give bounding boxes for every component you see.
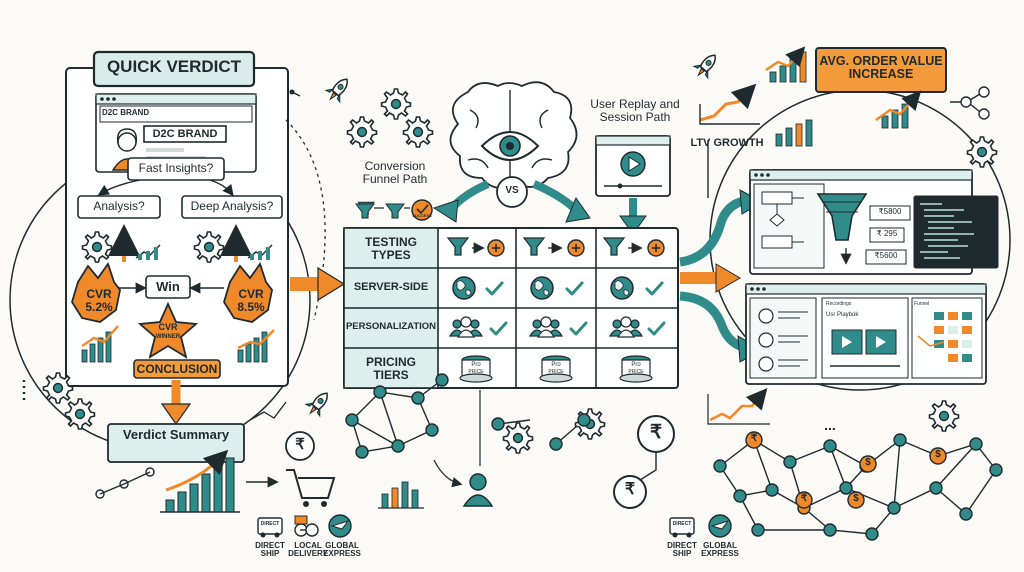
price-tag-2-top: Pro — [551, 362, 561, 368]
rupee-node-2: ₹ — [800, 493, 808, 504]
aov-increase-label: AVG. ORDER VALUE INCREASE — [819, 54, 943, 82]
ship-label-global-right: GLOBAL EXPRESS — [701, 541, 739, 559]
shipping-icons-right — [669, 514, 732, 538]
rupee-coin-mid-bottom: ₹ — [624, 481, 636, 498]
brand-title: D2C BRAND — [152, 128, 218, 140]
price-tag-3-top: Pro — [631, 362, 641, 368]
dollar-node-1: $ — [865, 457, 871, 468]
user-replay-label: User Replay and Session Path — [590, 97, 680, 124]
funnel-badge-label: SUCCESS — [412, 213, 432, 218]
ellipsis-label: ... — [824, 417, 836, 433]
price-tag-2-bottom: PRICE — [548, 369, 564, 375]
rupee-coin-mid-top: ₹ — [649, 422, 663, 443]
deep-analysis-label: Deep Analysis? — [190, 199, 274, 213]
ship-label-global: GLOBAL EXPRESS — [323, 541, 361, 559]
price-1: ₹5800 — [878, 207, 902, 216]
fast-insights-label: Fast Insights? — [138, 161, 214, 175]
price-tag-1-bottom: PRICE — [468, 369, 484, 375]
rupee-node-1: ₹ — [750, 433, 758, 444]
cvr-winner-bottom: WINNER — [155, 334, 181, 340]
user-playbook-label: Usr Playbok — [826, 312, 859, 318]
ship-label-direct-right: DIRECT SHIP — [667, 541, 697, 559]
ship-label-local: LOCAL DELIVERY — [288, 541, 328, 559]
vs-label: VS — [505, 185, 519, 196]
row-label-pricing-tiers: PRICING TIERS — [365, 355, 416, 382]
shipping-icons-left — [257, 514, 352, 538]
conclusion-label: CONCLUSION — [136, 362, 218, 376]
cvr-right-badge: CVR 8.5% — [237, 287, 265, 314]
funnel-panel-label: Funnel — [914, 301, 930, 307]
analysis-label: Analysis? — [93, 199, 145, 213]
cvr-left-badge: CVR 5.2% — [85, 287, 113, 314]
row-label-server-side: SERVER-SIDE — [353, 281, 429, 293]
conversion-funnel-path-label: Conversion Funnel Path — [362, 159, 428, 186]
recordings-title: Recordings — [826, 301, 852, 307]
dollar-node-2: $ — [935, 449, 941, 460]
rupee-coin-left: ₹ — [295, 436, 305, 453]
ship-icon-text-left-direct: DIRECT — [260, 521, 280, 527]
win-label: Win — [156, 279, 180, 294]
browser-caption: D2C BRAND — [102, 108, 150, 117]
price-tag-3-bottom: PRICE — [628, 369, 644, 375]
verdict-summary-label: Verdict Summary — [122, 427, 230, 442]
price-2: ₹ 295 — [876, 229, 898, 238]
ltv-growth-label: LTV GROWTH — [690, 137, 764, 149]
row-label-personalization: PERSONALIZATION — [345, 321, 437, 332]
quick-verdict-title: QUICK VERDICT — [106, 57, 242, 76]
price-tag-1-top: Pro — [471, 362, 481, 368]
cvr-winner-top: CVR — [158, 322, 178, 332]
row-label-testing-types: TESTING TYPES — [364, 235, 417, 262]
ship-label-direct: DIRECT SHIP — [255, 541, 285, 559]
price-3: ₹5600 — [874, 251, 898, 260]
ship-icon-text-right-direct: DIRECT — [672, 521, 692, 527]
dollar-node-3: $ — [853, 493, 859, 504]
